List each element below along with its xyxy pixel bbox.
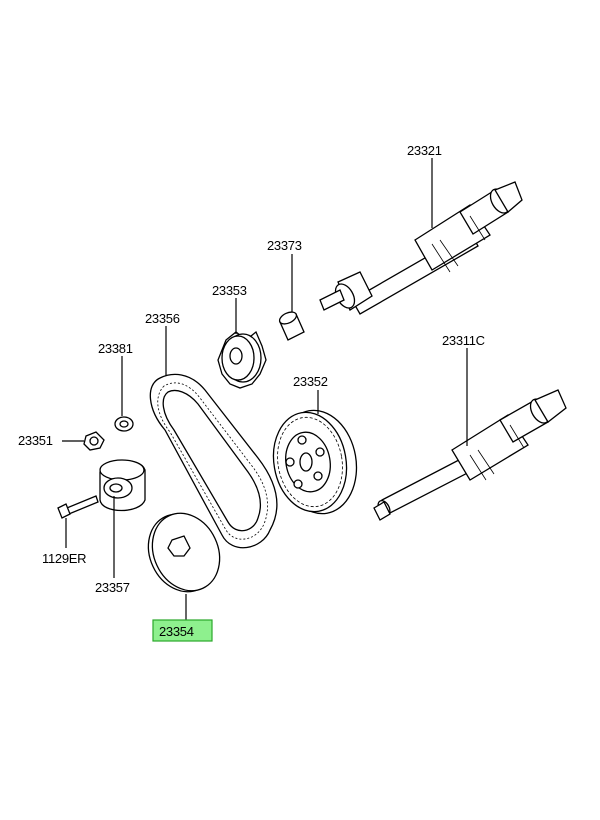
label-23311C: 23311C (442, 333, 485, 348)
timing-belt-drawing[interactable] (149, 373, 278, 549)
label-23352: 23352 (293, 374, 328, 389)
bolt-drawing[interactable] (83, 431, 105, 451)
tensioner-pulley-drawing[interactable] (99, 459, 146, 512)
label-23373: 23373 (267, 238, 302, 253)
washer-plate-drawing[interactable] (136, 502, 232, 603)
leader-lines (62, 158, 468, 620)
tensioner-bolt-drawing[interactable] (57, 495, 99, 519)
label-23353: 23353 (212, 283, 247, 298)
label-23321: 23321 (407, 143, 442, 158)
label-23351: 23351 (18, 433, 53, 448)
label-23354: 23354 (159, 624, 194, 639)
label-23381: 23381 (98, 341, 133, 356)
label-23357: 23357 (95, 580, 130, 595)
large-sprocket-drawing[interactable] (266, 404, 365, 520)
part-labels: 23321 23373 23353 23356 23352 23311C 233… (18, 143, 485, 642)
bushing-drawing[interactable] (278, 310, 305, 341)
shaft-lower-drawing[interactable] (373, 389, 567, 521)
small-sprocket-drawing[interactable] (217, 330, 267, 389)
shaft-upper-drawing[interactable] (319, 181, 523, 315)
highlight-box-23354 (152, 619, 213, 642)
label-23356: 23356 (145, 311, 180, 326)
label-1129ER: 1129ER (42, 551, 86, 566)
nut-drawing[interactable] (114, 416, 134, 432)
